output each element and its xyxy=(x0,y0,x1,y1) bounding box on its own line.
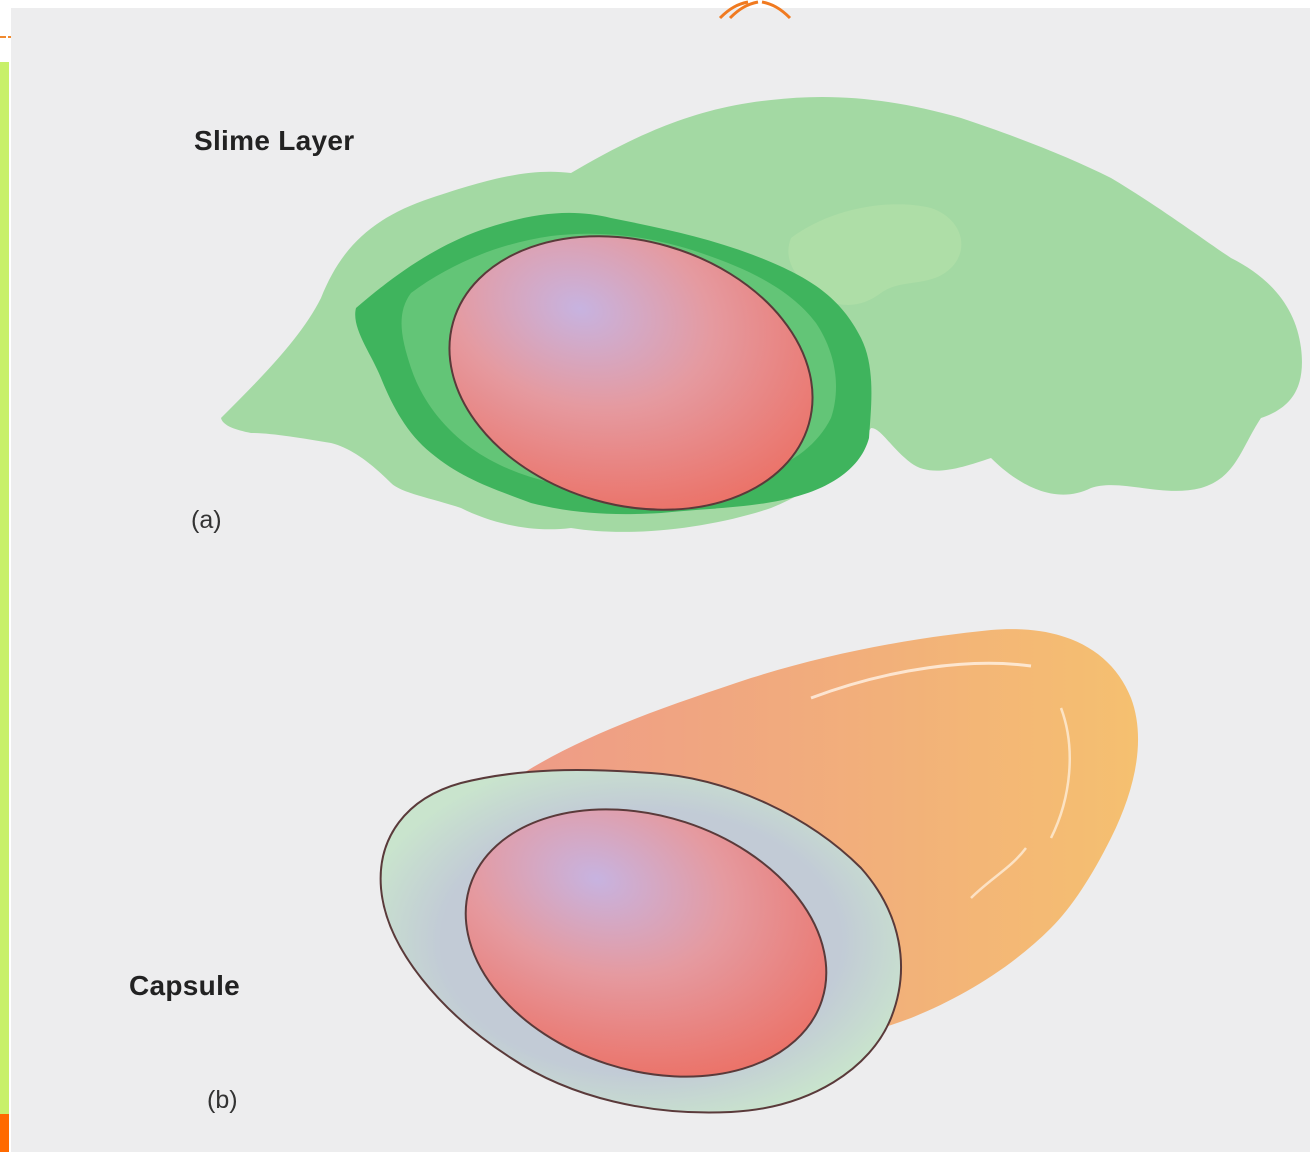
slime-layer-graphic xyxy=(221,97,1302,551)
left-accent-bar xyxy=(0,62,9,1114)
figure-panel: Slime Layer (a) Capsule (b) xyxy=(11,8,1310,1152)
capsule-label: Capsule xyxy=(129,970,240,1002)
decorative-ornament-icon xyxy=(710,0,800,20)
panel-b-label: (b) xyxy=(207,1086,238,1115)
slime-layer-label: Slime Layer xyxy=(194,125,355,157)
left-orange-accent xyxy=(0,1114,9,1152)
capsule-graphic xyxy=(381,629,1138,1121)
panel-a-label: (a) xyxy=(191,506,222,535)
